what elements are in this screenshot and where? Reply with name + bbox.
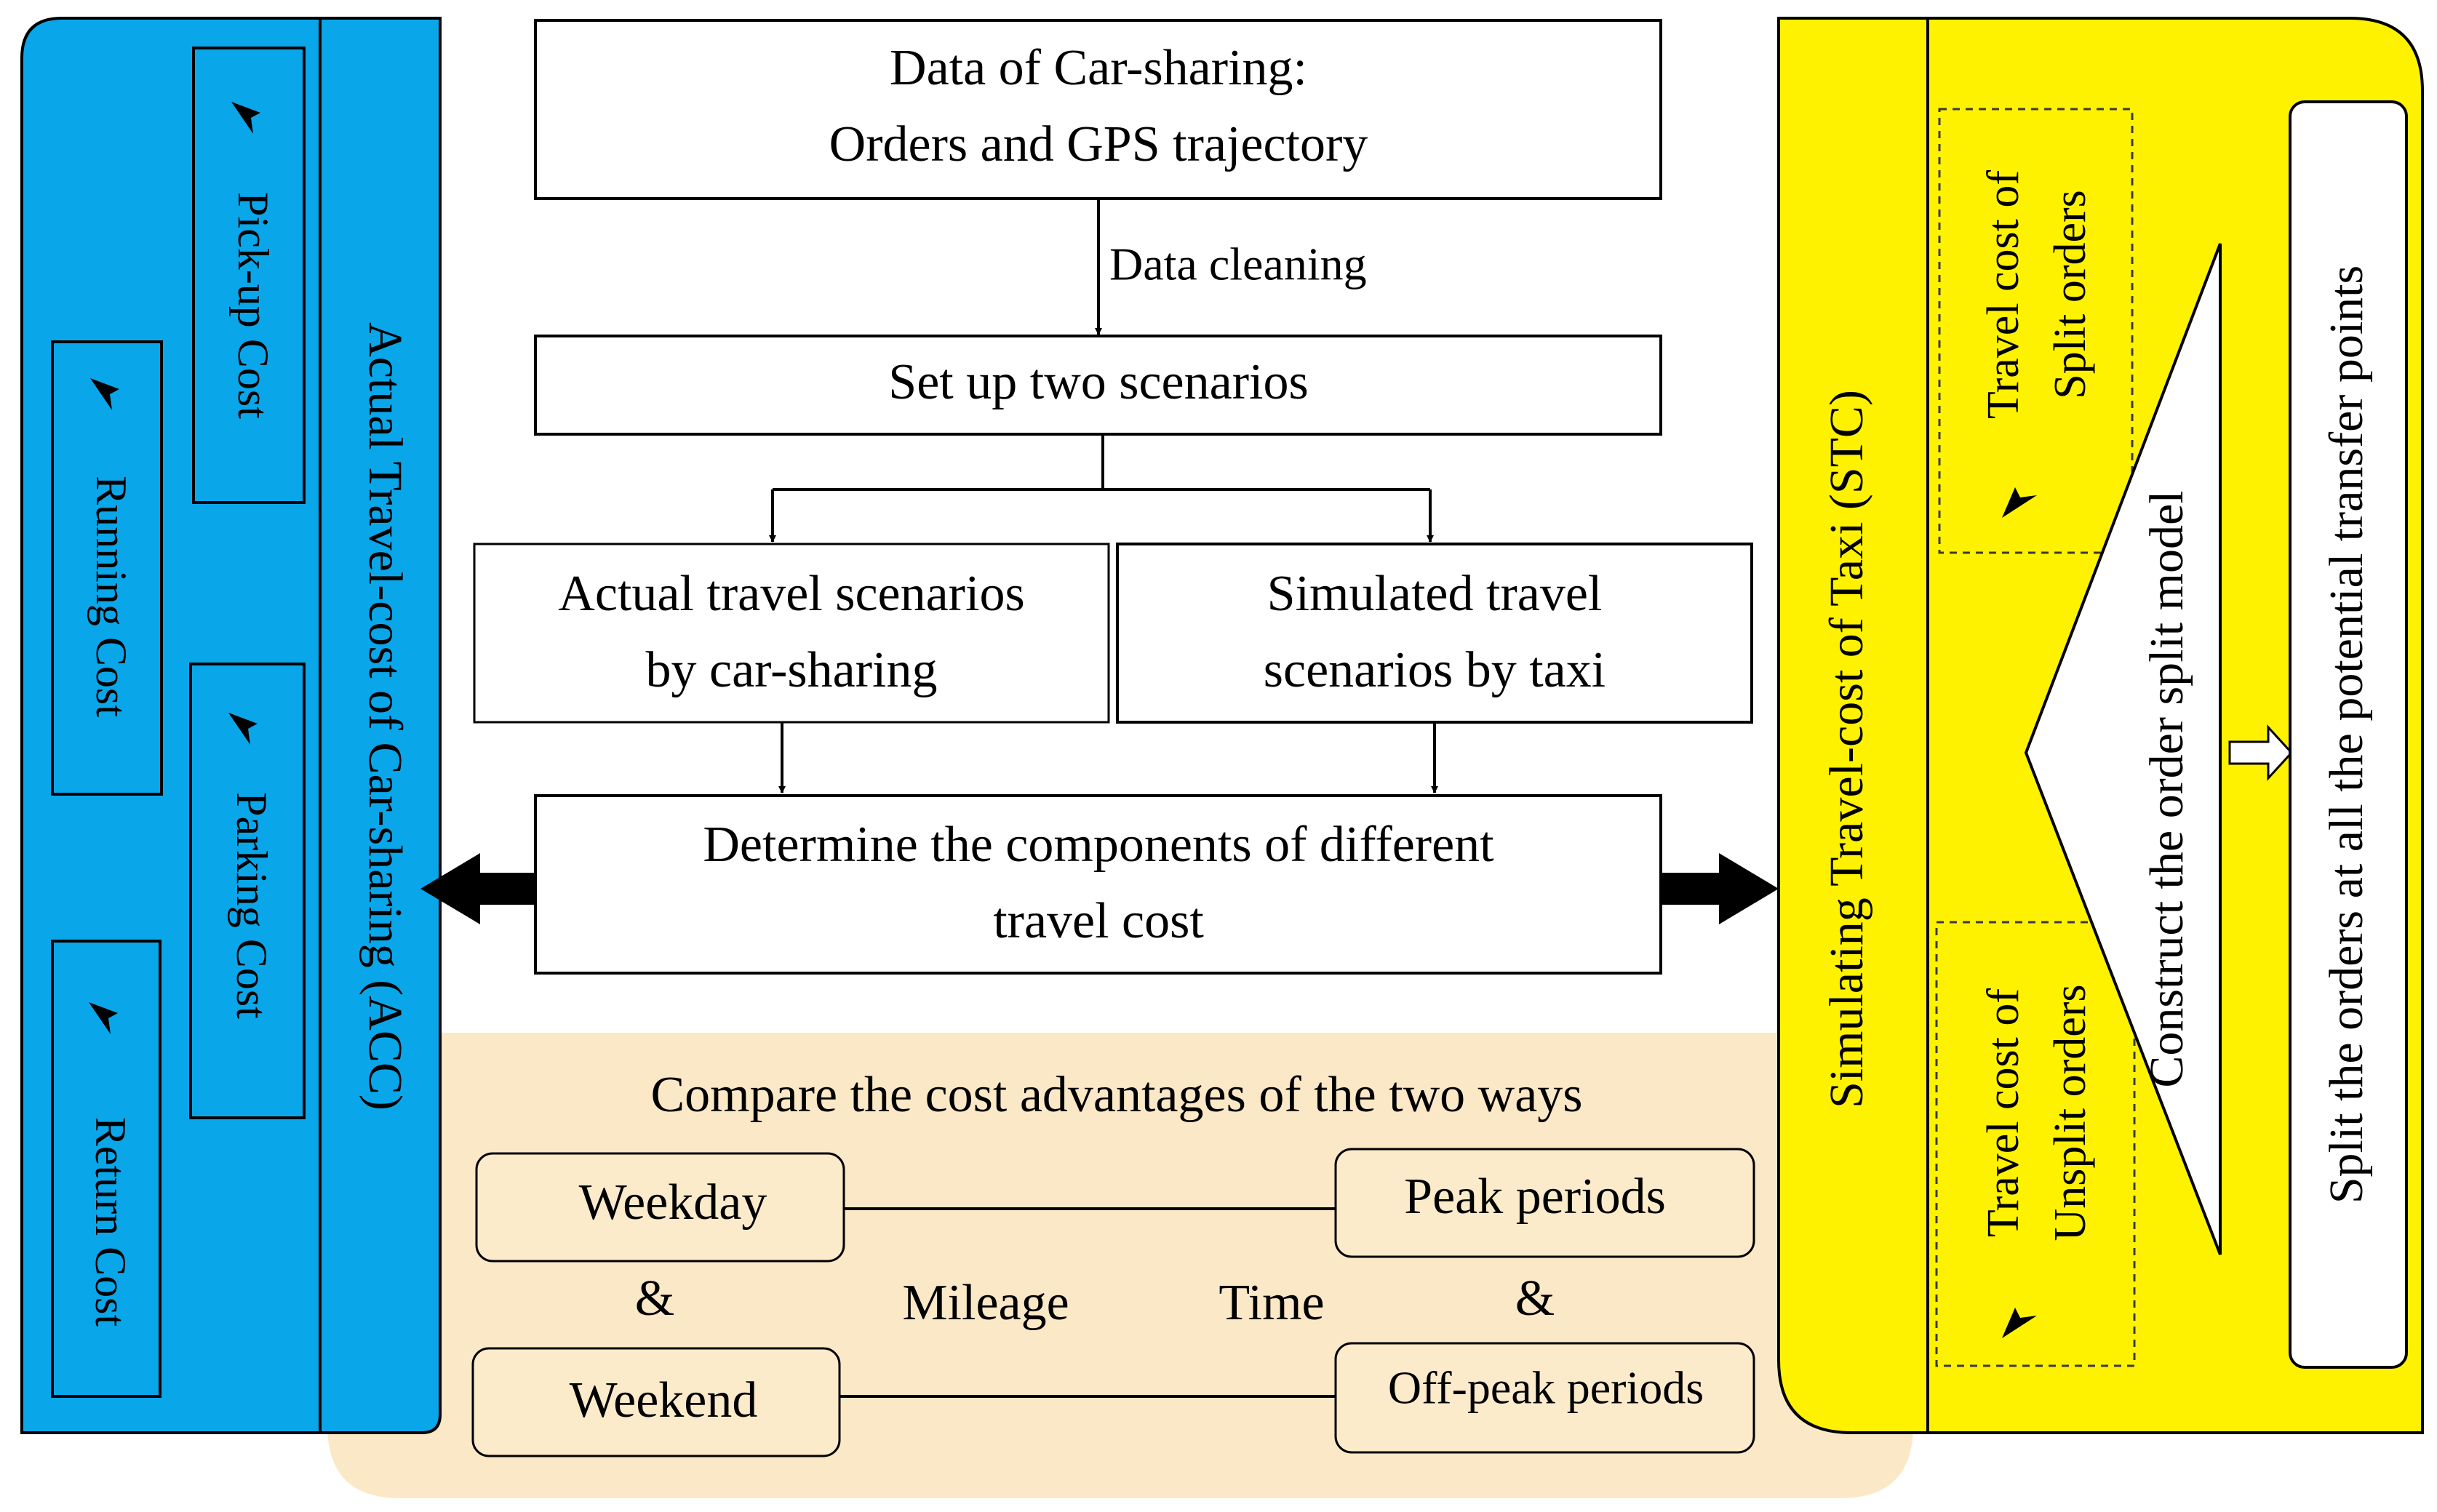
stc-unsplit-line2: Unsplit orders [2046, 984, 2095, 1241]
acc-panel: Actual Travel-cost of Car-sharing (ACC) … [20, 17, 442, 1434]
arrowhead-icon [2002, 1308, 2037, 1338]
amp-left: & [635, 1271, 674, 1327]
acc-item-parking [189, 663, 306, 1119]
data-source-line1: Data of Car-sharing: [890, 40, 1307, 96]
scenarios-box [534, 335, 1662, 436]
hollow-arrow-icon [2228, 724, 2294, 781]
components-line2: travel cost [993, 893, 1204, 949]
actual-scenario-line2: by car-sharing [646, 642, 938, 698]
weekend-box [471, 1347, 841, 1457]
simulated-scenario-line1: Simulated travel [1267, 566, 1603, 622]
stc-panel: Simulating Travel-cost of Taxi (STC) Tra… [1777, 17, 2424, 1434]
data-cleaning-label: Data cleaning [1109, 239, 1367, 290]
acc-item-pickup-label: Pick-up Cost [229, 192, 277, 419]
stc-panel-title: Simulating Travel-cost of Taxi (STC) [1820, 390, 1873, 1108]
order-split-model-label: Construct the order split model [2140, 490, 2193, 1087]
components-line1: Determine the components of different [703, 817, 1494, 873]
weekday-label: Weekday [579, 1175, 767, 1231]
stc-unsplit-orders-box [1935, 921, 2136, 1367]
components-box [534, 794, 1662, 975]
stc-unsplit-line1: Travel cost of [1979, 988, 2028, 1237]
data-source-line2: Orders and GPS trajectory [829, 116, 1368, 172]
arrowhead-icon [90, 378, 119, 410]
stc-split-line2: Split orders [2046, 190, 2095, 399]
weekend-label: Weekend [570, 1372, 758, 1428]
acc-item-return [51, 940, 161, 1398]
order-split-model-shape [2024, 243, 2222, 1255]
actual-scenario-box [473, 543, 1110, 724]
simulated-scenario-line2: scenarios by taxi [1264, 642, 1606, 698]
arrowhead-icon [231, 102, 260, 134]
transfer-points-label: Split the orders at all the potential tr… [2320, 265, 2373, 1204]
acc-item-parking-label: Parking Cost [228, 792, 276, 1019]
compare-section: Compare the cost advantages of the two w… [471, 1067, 1755, 1457]
offpeak-label: Off-peak periods [1388, 1362, 1704, 1414]
thick-arrow-left [420, 853, 535, 924]
data-source-box [534, 19, 1662, 200]
peak-box [1334, 1148, 1755, 1258]
stc-split-line1: Travel cost of [1979, 170, 2028, 419]
arrowhead-icon [89, 1002, 118, 1034]
acc-panel-title: Actual Travel-cost of Car-sharing (ACC) [359, 322, 412, 1111]
acc-item-return-label: Return Cost [87, 1117, 135, 1327]
acc-panel-background [20, 17, 442, 1434]
thick-arrow-right [1661, 853, 1779, 924]
simulated-scenario-box [1116, 543, 1753, 724]
transfer-points-box [2289, 100, 2408, 1369]
acc-item-running-label: Running Cost [87, 476, 135, 717]
arrowhead-icon [228, 713, 258, 745]
compare-title: Compare the cost advantages of the two w… [650, 1067, 1582, 1123]
mileage-label: Mileage [902, 1275, 1069, 1331]
acc-item-running [51, 340, 163, 796]
acc-item-pickup [192, 47, 306, 504]
amp-right: & [1515, 1271, 1555, 1327]
actual-scenario-line1: Actual travel scenarios [558, 566, 1024, 622]
stc-split-orders-box [1938, 108, 2134, 554]
scenarios-label: Set up two scenarios [888, 354, 1308, 410]
time-label: Time [1218, 1275, 1324, 1331]
central-flow: Data of Car-sharing: Orders and GPS traj… [420, 19, 1779, 975]
arrowhead-icon [2002, 487, 2037, 518]
peak-label: Peak periods [1404, 1169, 1666, 1225]
